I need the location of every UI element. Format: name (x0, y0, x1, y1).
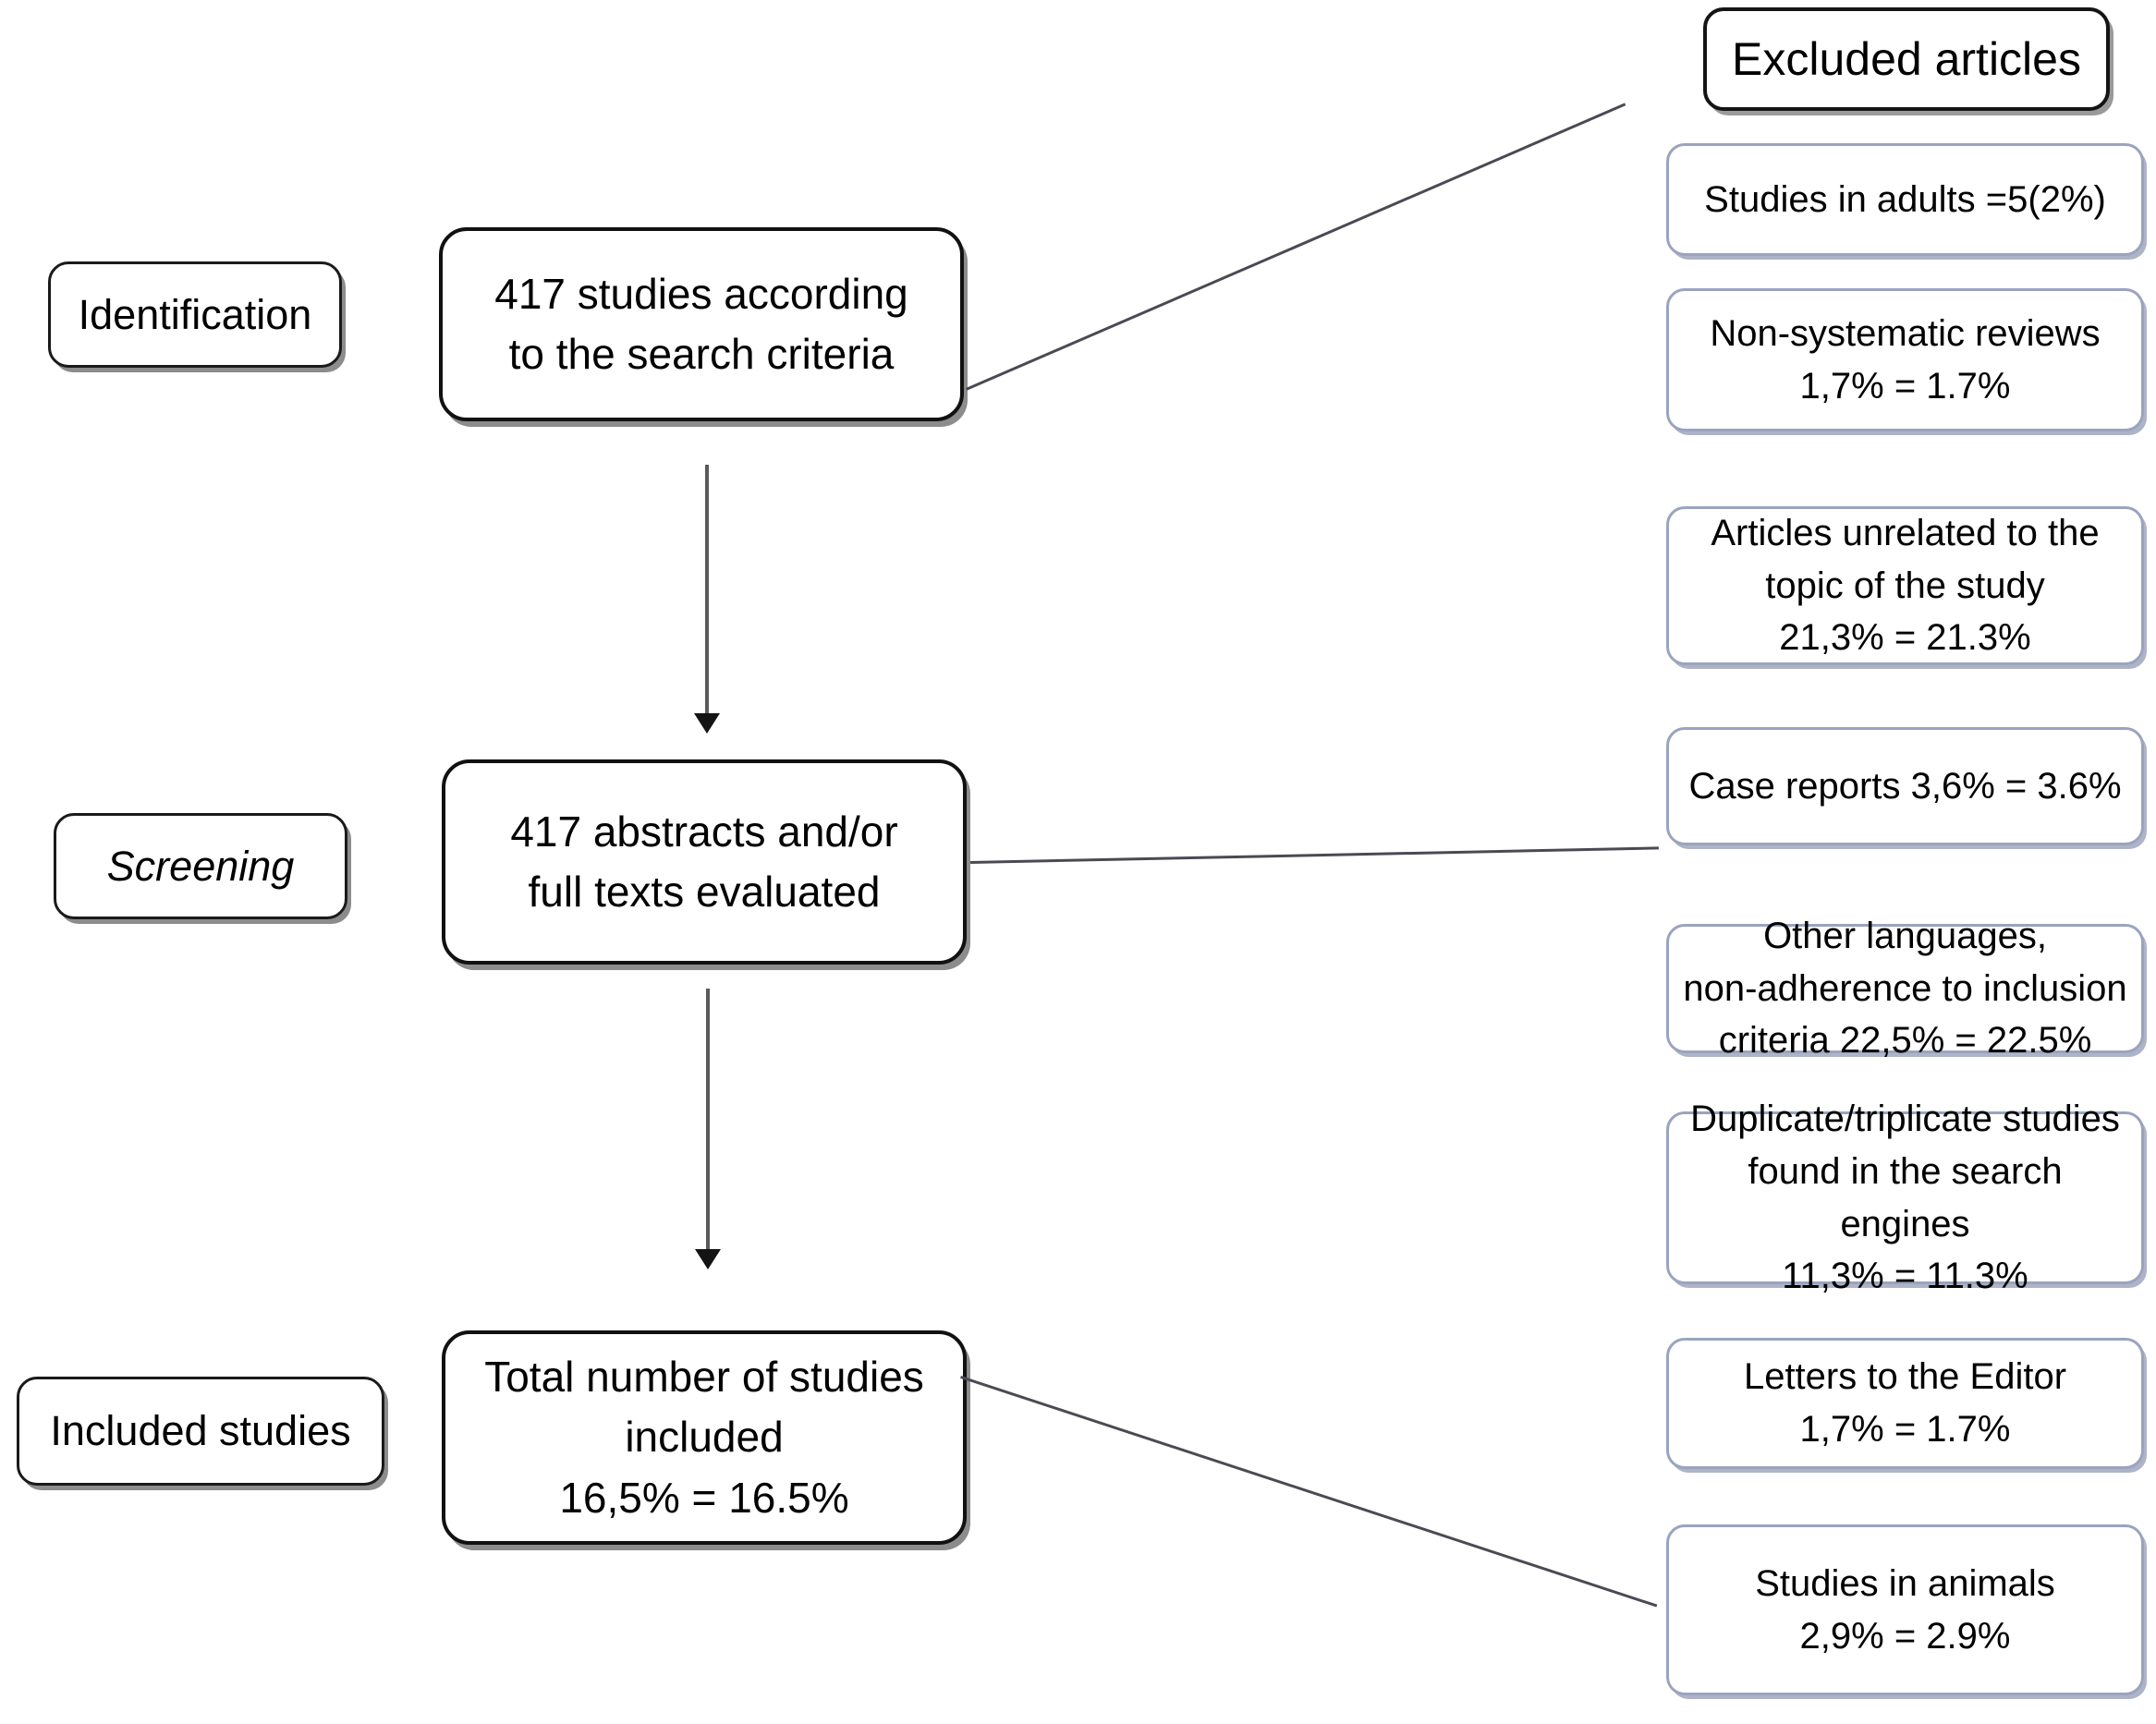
exclusion-reason-duplicates-text: Duplicate/triplicate studies found in th… (1690, 1098, 2120, 1297)
exclusion-reason-letters-editor-text: Letters to the Editor 1,7% = 1.7% (1743, 1356, 2067, 1450)
exclusion-reason-non-systematic-reviews: Non-systematic reviews 1,7% = 1.7% (1666, 288, 2144, 431)
connector-screened-to-exclusions (970, 846, 1659, 864)
flow-box-identified-text: 417 studies according to the search crit… (494, 269, 908, 378)
exclusion-reason-other-languages: Other languages, non-adherence to inclus… (1666, 916, 2144, 1061)
stage-label-included: Included studies (17, 1377, 384, 1486)
arrow-screened-to-included-shaft (706, 989, 710, 1252)
flow-box-screened: 417 abstracts and/or full texts evaluate… (442, 759, 967, 965)
exclusion-reason-animals-text: Studies in animals 2,9% = 2.9% (1755, 1562, 2055, 1657)
exclusion-reason-duplicates: Duplicate/triplicate studies found in th… (1666, 1099, 2144, 1296)
stage-label-screening-text: Screening (106, 842, 295, 890)
exclusion-reason-adults: Studies in adults =5(2%) (1666, 143, 2144, 256)
flow-box-identified: 417 studies according to the search crit… (439, 227, 964, 421)
arrow-identified-to-screened-shaft (705, 465, 709, 716)
arrow-identified-to-screened-head (694, 713, 720, 734)
arrow-screened-to-included-head (695, 1249, 721, 1269)
exclusion-reason-other-languages-text: Other languages, non-adherence to inclus… (1683, 915, 2127, 1062)
exclusion-reason-letters-editor: Letters to the Editor 1,7% = 1.7% (1666, 1338, 2144, 1469)
exclusion-reason-adults-text: Studies in adults =5(2%) (1704, 178, 2106, 220)
exclusion-reason-unrelated-topic-text: Articles unrelated to the topic of the s… (1711, 512, 2100, 659)
connector-identified-to-excluded (966, 103, 1626, 391)
stage-label-screening: Screening (54, 813, 347, 919)
exclusion-reason-case-reports: Case reports 3,6% = 3.6% (1666, 727, 2144, 845)
connector-included-to-exclusions (960, 1376, 1658, 1608)
flow-box-screened-text: 417 abstracts and/or full texts evaluate… (510, 807, 898, 916)
exclusion-reason-animals: Studies in animals 2,9% = 2.9% (1666, 1524, 2144, 1695)
exclusion-reason-case-reports-text: Case reports 3,6% = 3.6% (1688, 765, 2122, 807)
flow-box-included-total: Total number of studies included 16,5% =… (442, 1330, 967, 1545)
flow-box-included-total-text: Total number of studies included 16,5% =… (484, 1353, 924, 1522)
exclusion-reason-unrelated-topic: Articles unrelated to the topic of the s… (1666, 506, 2144, 665)
excluded-articles-header-text: Excluded articles (1732, 32, 2081, 85)
stage-label-identification-text: Identification (78, 290, 312, 338)
excluded-articles-header: Excluded articles (1703, 7, 2110, 111)
exclusion-reason-non-systematic-reviews-text: Non-systematic reviews 1,7% = 1.7% (1710, 312, 2101, 407)
stage-label-identification: Identification (48, 261, 342, 368)
stage-label-included-text: Included studies (50, 1407, 351, 1455)
